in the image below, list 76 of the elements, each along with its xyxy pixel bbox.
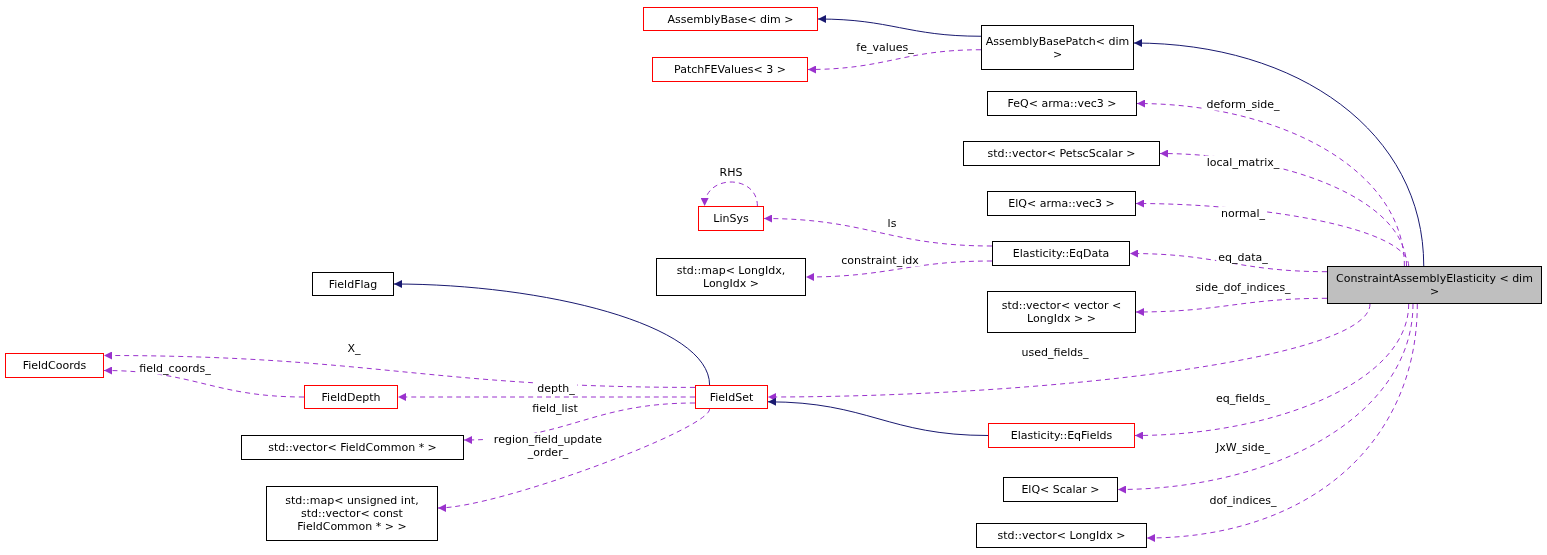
edge-label: X_: [345, 341, 363, 355]
edge-label: eq_fields_: [1213, 391, 1273, 405]
edge-label: eq_data_: [1216, 250, 1270, 264]
dashed-arrow: [1146, 303, 1418, 542]
class-name: ElQ< Scalar >: [1021, 483, 1100, 496]
inheritance-arrow: [767, 398, 989, 436]
class-box: [976, 523, 1147, 548]
class-box: [695, 385, 768, 409]
class-box: [1003, 477, 1118, 502]
dashed-arrow: [437, 408, 711, 512]
class-name: FieldFlag: [328, 277, 378, 291]
dashed-arrow: [767, 303, 1371, 401]
class-box: [5, 353, 104, 378]
class-box: [312, 272, 394, 296]
class-box: [988, 423, 1135, 448]
edge-label: depth_: [535, 381, 577, 395]
edge-label: field_list: [530, 401, 580, 415]
class-box: [987, 91, 1137, 116]
inheritance-arrow: [817, 15, 982, 37]
class-name: AssemblyBasePatch< dim >: [985, 34, 1130, 61]
edge-label: constraint_idx: [839, 253, 921, 267]
dashed-arrow: [1134, 303, 1410, 440]
class-box: [987, 291, 1136, 333]
inheritance-arrow: [393, 280, 711, 386]
dashed-arrow: [763, 214, 993, 247]
class-name: FieldSet: [709, 390, 754, 404]
class-box: [963, 141, 1160, 166]
class-box: [241, 435, 464, 460]
dashed-arrow: [701, 181, 758, 207]
class-box: [643, 7, 818, 31]
dashed-arrow: [103, 351, 696, 388]
class-name: AssemblyBase< dim >: [667, 12, 794, 26]
dashed-arrow: [1129, 249, 1328, 273]
dashed-arrow: [1135, 297, 1328, 316]
dashed-arrow: [397, 393, 696, 401]
edge-label: used_fields_: [1019, 345, 1091, 359]
class-name: FeQ< arma::vec3 >: [1007, 97, 1117, 110]
edge-label: field_coords_: [137, 361, 213, 375]
class-name: FieldCoords: [22, 359, 87, 372]
dashed-arrow: [807, 49, 982, 74]
edge-label: JxW_side_: [1213, 440, 1273, 454]
class-box: [652, 57, 808, 82]
edge-label: fe_values_: [854, 40, 916, 54]
class-name: LinSys: [713, 212, 749, 225]
class-name: Elasticity::EqFields: [1010, 429, 1113, 442]
dashed-arrow: [805, 260, 993, 281]
class-box: [266, 486, 438, 541]
class-name: Elasticity::EqData: [1012, 247, 1110, 260]
class-box: [987, 191, 1136, 216]
class-name: std::map< unsigned int, std::vector< const FieldCommon * > >: [284, 494, 420, 533]
edge-label: normal_: [1219, 206, 1267, 220]
dashed-arrow: [1117, 303, 1414, 494]
class-name: std::vector< FieldCommon * >: [268, 441, 437, 454]
dashed-arrow: [103, 366, 305, 398]
edge-label: dof_indices_: [1207, 493, 1279, 507]
class-name: std::vector< LongIdx >: [997, 529, 1126, 542]
edge-label: side_dof_indices_: [1193, 280, 1293, 294]
class-name: PatchFEValues< 3 >: [674, 63, 786, 76]
edge-label: deform_side_: [1204, 97, 1282, 111]
edge-label: ls: [885, 216, 899, 230]
class-name: FieldDepth: [321, 390, 381, 404]
inheritance-arrow: [1133, 39, 1425, 267]
edge-label: RHS: [717, 165, 745, 179]
class-box: [656, 258, 806, 296]
class-name: std::vector< vector < LongIdx > >: [1000, 299, 1123, 325]
class-name: ElQ< arma::vec3 >: [1008, 197, 1115, 210]
class-name: std::map< LongIdx, LongIdx >: [675, 264, 787, 290]
selected-class-box: [1327, 266, 1542, 304]
dashed-arrow: [1136, 99, 1405, 267]
class-name: ConstraintAssemblyElasticity < dim >: [1335, 272, 1534, 298]
edge-label: local_matrix_: [1204, 155, 1282, 169]
class-box: [992, 241, 1130, 266]
class-box: [698, 206, 764, 231]
class-name: std::vector< PetscScalar >: [987, 147, 1136, 160]
class-box: [981, 25, 1134, 70]
class-box: [304, 385, 398, 409]
